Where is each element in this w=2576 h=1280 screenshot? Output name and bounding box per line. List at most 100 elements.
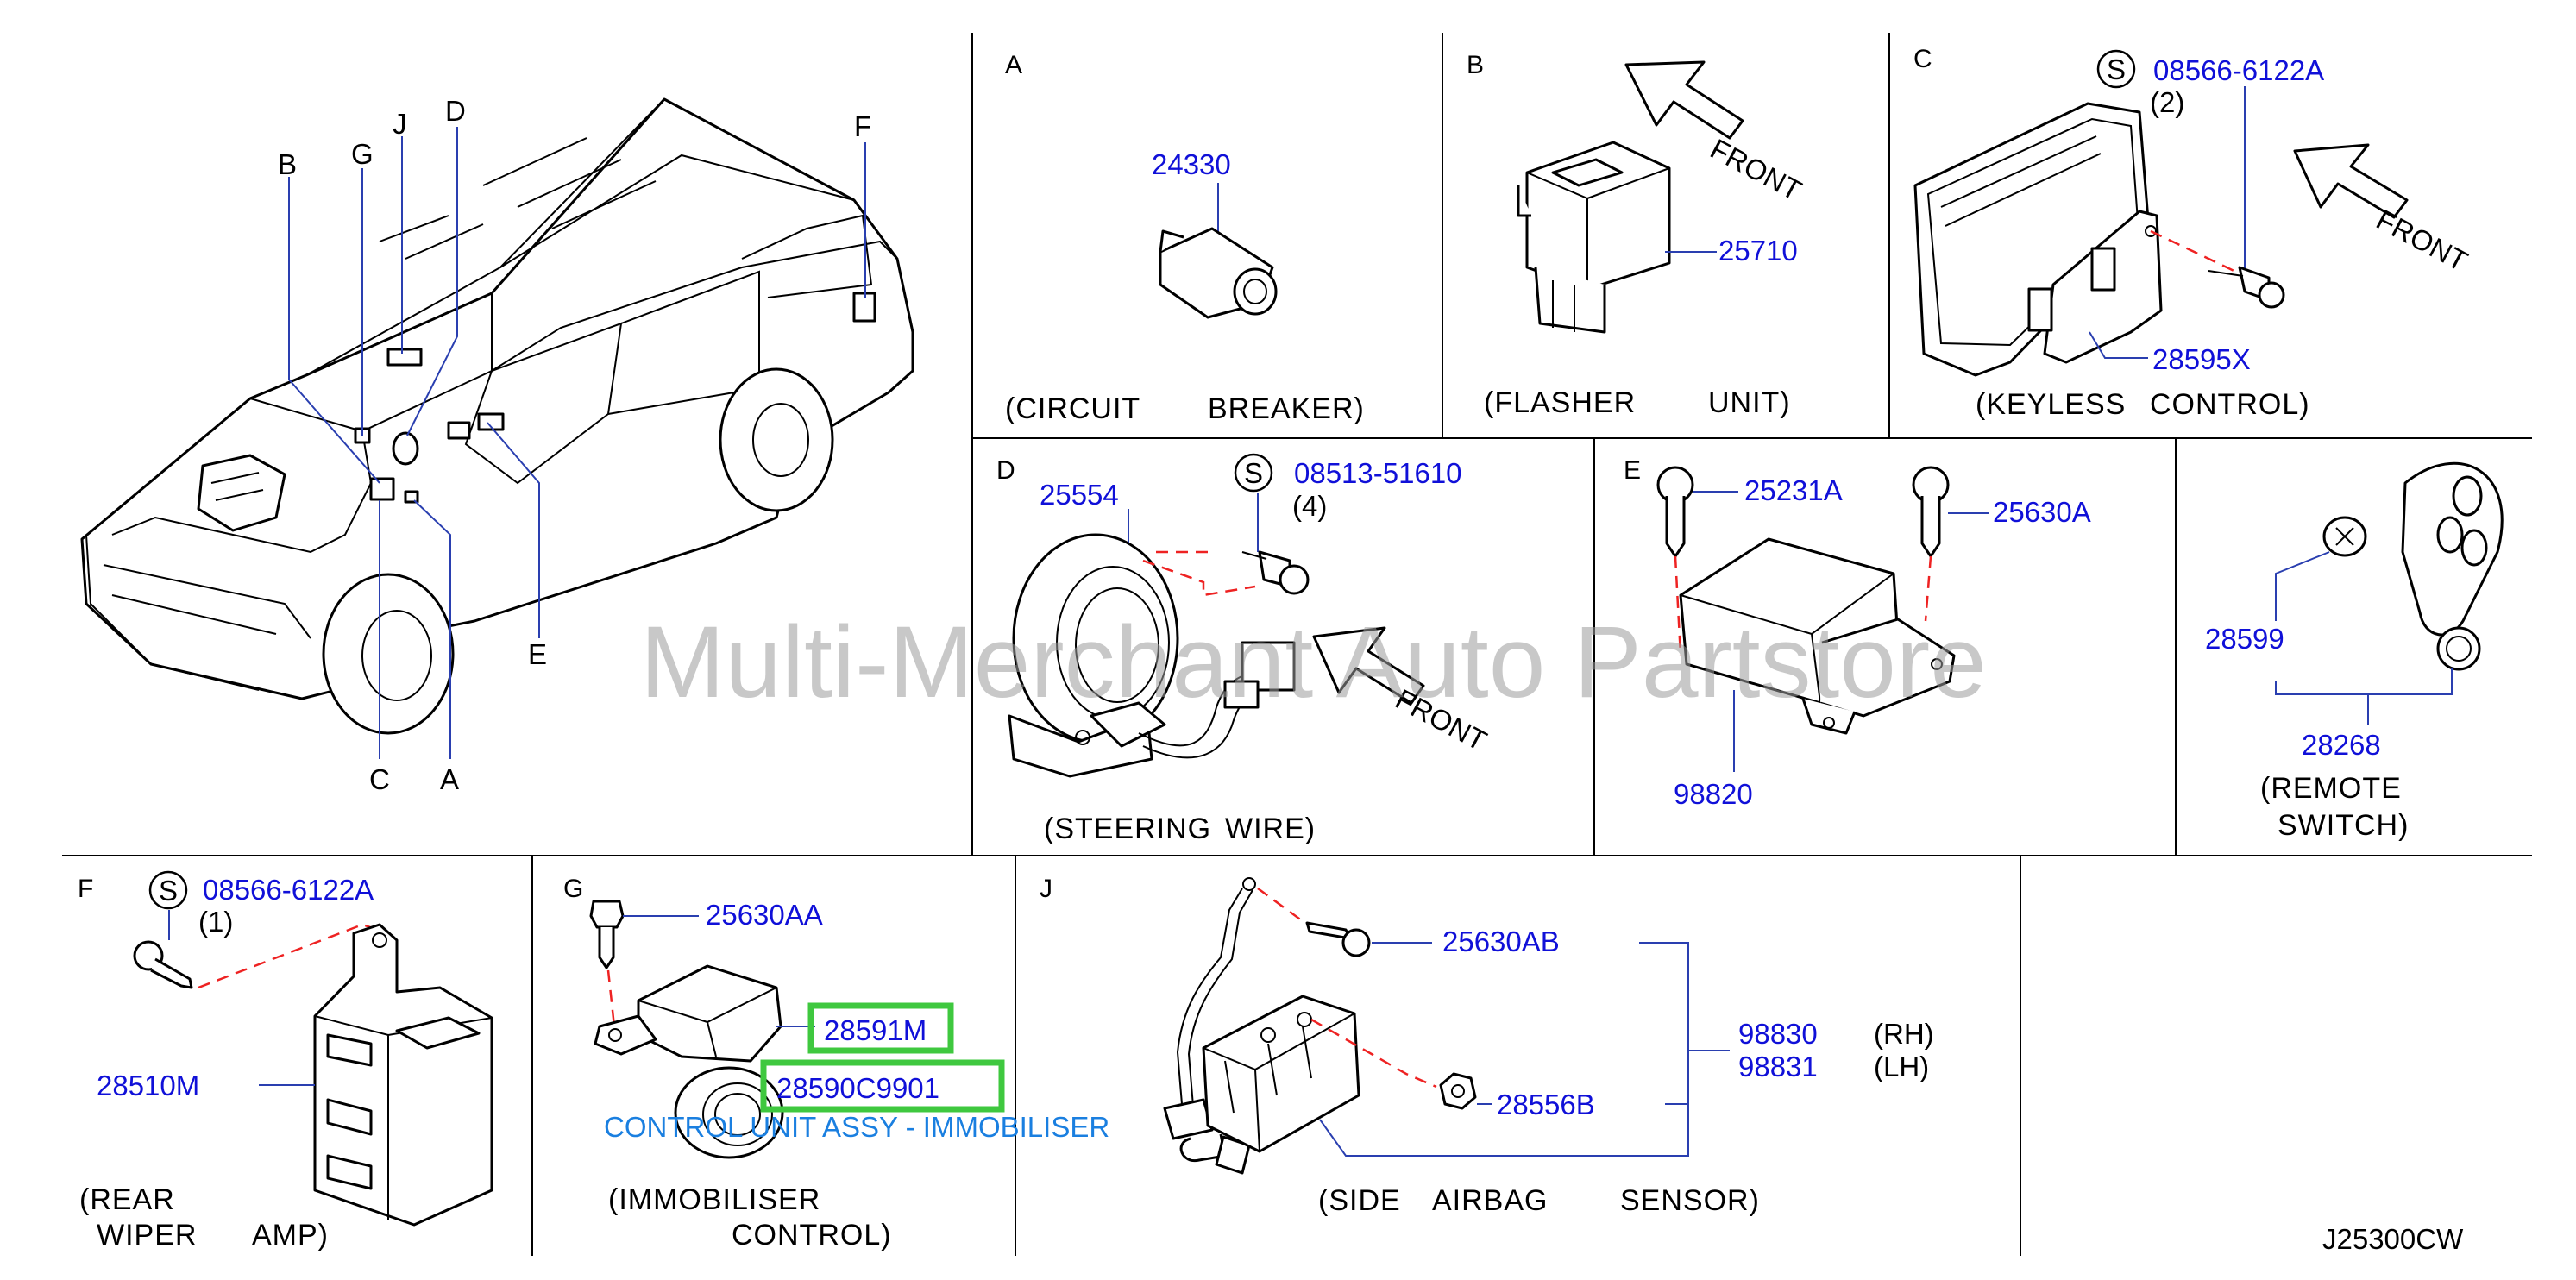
svg-text:S: S (159, 875, 178, 907)
part-number-98830: 98830 (1738, 1018, 1818, 1050)
section-caption-j-2: AIRBAG (1432, 1184, 1548, 1217)
section-e: E 25231A 25630A 98820 (1624, 456, 2091, 810)
section-letter-a: A (1005, 51, 1022, 79)
callout-d: D (445, 95, 466, 127)
part-number-25630aa: 25630AA (706, 899, 823, 931)
callout-f: F (854, 110, 871, 142)
drawing-code: J25300CW (2322, 1223, 2464, 1255)
airbag-unit-part (1679, 537, 1956, 735)
section-f: F S 08566-6122A (1) 28510M (REAR WIPER A… (78, 870, 493, 1252)
screw-symbol-icon: S (148, 870, 188, 910)
front-label-b: FRONT (1706, 133, 1807, 207)
vehicle-callouts: B G J D F C A E (278, 95, 871, 795)
part-number-28556b: 28556B (1497, 1089, 1595, 1120)
section-letter-f: F (78, 875, 93, 903)
section-letter-c: C (1913, 45, 1932, 73)
section-letter-j: J (1040, 875, 1052, 903)
bolt-part (1912, 466, 1950, 558)
part-number-08513-51610: 08513-51610 (1294, 457, 1462, 489)
section-caption-f-3: AMP) (252, 1219, 329, 1252)
side-label-lh: (LH) (1874, 1051, 1929, 1082)
part-number-28510m: 28510M (97, 1070, 199, 1101)
side-label-rh: (RH) (1874, 1018, 1934, 1050)
screw-part (133, 940, 193, 989)
quantity-d: (4) (1292, 490, 1327, 522)
part-number-98820: 98820 (1674, 778, 1753, 810)
part-number-25630ab: 25630AB (1442, 925, 1560, 957)
section-caption-d-1: (STEERING (1044, 813, 1211, 845)
quantity-f: (1) (198, 906, 233, 938)
section-remote-switch: 28599 28268 (REMOTE SWITCH) (2205, 461, 2504, 842)
screw-symbol-icon: S (1234, 453, 1273, 493)
section-c: C S 08566-6122A (2) FRONT 28595X (1913, 45, 2472, 421)
callout-j: J (393, 108, 407, 140)
vehicle-leader-lines (288, 127, 866, 759)
screw-part (2208, 266, 2285, 309)
part-number-08566-6122a-c: 08566-6122A (2153, 54, 2324, 86)
immobiliser-control-part (594, 964, 784, 1159)
section-caption-b-2: UNIT) (1708, 386, 1791, 419)
remote-fob-part (2401, 461, 2504, 671)
front-label-c: FRONT (2372, 204, 2473, 278)
section-letter-g: G (563, 875, 583, 903)
part-number-25630a: 25630A (1993, 496, 2091, 528)
part-number-28590c9901: 28590C9901 (776, 1072, 939, 1104)
section-caption-j-1: (SIDE (1318, 1184, 1401, 1217)
section-letter-d: D (996, 456, 1015, 485)
grid-lines (62, 33, 2532, 1256)
side-airbag-sensor-part (1202, 995, 1360, 1153)
section-caption-d-2: WIRE) (1225, 813, 1316, 845)
section-caption-c-2: CONTROL) (2150, 388, 2310, 421)
harness-part (1163, 877, 1256, 1175)
battery-part (2322, 516, 2367, 557)
callout-b: B (278, 148, 297, 180)
part-number-28268: 28268 (2302, 729, 2381, 761)
section-caption-a-1: (CIRCUIT (1005, 392, 1140, 425)
svg-text:S: S (2107, 53, 2126, 85)
nut-part (1439, 1072, 1477, 1110)
part-number-98831: 98831 (1738, 1051, 1818, 1082)
section-a: A 24330 (CIRCUIT BREAKER) (1005, 51, 1365, 425)
callout-note: CONTROL UNIT ASSY - IMMOBILISER (604, 1111, 1109, 1143)
front-arrow-icon: FRONT (2293, 143, 2473, 278)
watermark: Multi-Merchant Auto Partstore (640, 605, 1987, 719)
circuit-breaker-part (1159, 227, 1278, 319)
flasher-unit-part (1517, 141, 1671, 334)
keyless-control-part (1913, 102, 2163, 377)
section-caption-f-2: WIPER (97, 1219, 197, 1252)
section-caption-j-3: SENSOR) (1620, 1184, 1760, 1217)
section-caption-c-1: (KEYLESS (1976, 388, 2126, 421)
section-g: G 25630AA 28591M 28590C9901 CONTROL UNIT… (563, 875, 1109, 1252)
section-d: D 25554 S 08513-51610 (4) (996, 453, 1492, 845)
part-number-28599: 28599 (2205, 623, 2284, 655)
part-number-08566-6122a-f: 08566-6122A (203, 874, 374, 906)
section-caption-b-1: (FLASHER (1484, 386, 1636, 419)
highlight-28591m (807, 1002, 954, 1054)
callout-g: G (351, 138, 374, 170)
section-caption-g-2: CONTROL) (732, 1219, 892, 1252)
part-number-28595x: 28595X (2152, 343, 2251, 375)
bolt-part (1305, 921, 1371, 957)
part-number-25554: 25554 (1040, 479, 1119, 511)
section-b: B FRONT 25710 (FLASHER UNIT) (1467, 51, 1806, 419)
part-number-24330: 24330 (1152, 148, 1231, 180)
screw-part (1241, 550, 1310, 595)
part-number-25231a: 25231A (1744, 474, 1843, 506)
callout-c: C (369, 763, 390, 795)
section-letter-b: B (1467, 51, 1484, 79)
svg-text:S: S (1244, 457, 1263, 489)
callout-e: E (528, 638, 547, 670)
vehicle-illustration (80, 97, 914, 735)
section-caption-r-2: SWITCH) (2278, 809, 2409, 842)
bolt-part (589, 900, 625, 969)
section-caption-f-1: (REAR (79, 1183, 175, 1216)
section-j: J 25630AB 28556B (1040, 875, 1934, 1217)
rear-wiper-amp-part (313, 923, 493, 1227)
section-caption-g-1: (IMMOBILISER (608, 1183, 820, 1216)
part-number-28591m: 28591M (824, 1014, 927, 1046)
part-number-25710: 25710 (1718, 235, 1798, 267)
section-caption-a-2: BREAKER) (1208, 392, 1365, 425)
screw-symbol-icon: S (2096, 49, 2136, 89)
callout-a: A (440, 763, 459, 795)
